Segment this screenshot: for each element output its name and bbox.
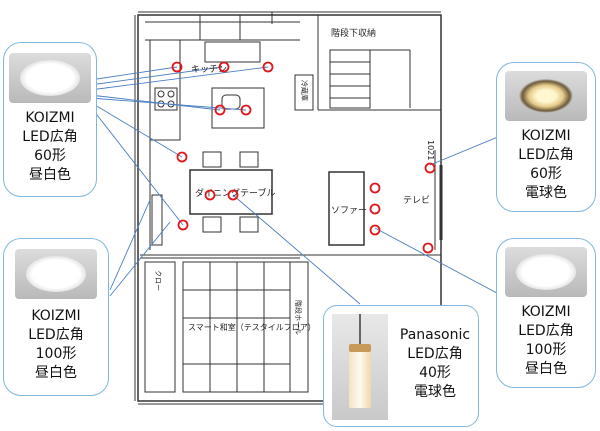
floor-plan xyxy=(134,11,443,405)
leader-lines xyxy=(89,66,511,305)
light-marker[interactable] xyxy=(369,182,381,194)
light-marker[interactable] xyxy=(227,189,239,201)
label-kitchen: キッチン xyxy=(191,64,227,75)
light-marker[interactable] xyxy=(214,104,226,116)
light-marker[interactable] xyxy=(262,61,274,73)
label-closet: クロー xyxy=(154,270,162,291)
callout-top-left[interactable]: KOIZMI LED広角 60形 昼白色 xyxy=(3,42,97,197)
light-marker[interactable] xyxy=(218,61,230,73)
callout-top-right[interactable]: KOIZMI LED広角 60形 電球色 xyxy=(496,62,596,212)
light-marker[interactable] xyxy=(240,104,252,116)
label-stair-storage: 階段下収納 xyxy=(331,27,376,39)
callout-text: KOIZMI LED広角 100形 昼白色 xyxy=(28,308,84,381)
callout-text: KOIZMI LED広角 100形 昼白色 xyxy=(518,304,574,377)
label-dimension: 1021 xyxy=(426,140,435,160)
light-marker[interactable] xyxy=(422,242,434,254)
callout-bottom-center[interactable]: Panasonic LED広角 40形 電球色 xyxy=(323,305,479,427)
label-hall: 階段ホール xyxy=(294,300,303,335)
light-marker[interactable] xyxy=(177,219,189,231)
light-marker[interactable] xyxy=(424,162,436,174)
light-marker[interactable] xyxy=(171,61,183,73)
downlight-icon xyxy=(9,53,91,103)
light-markers xyxy=(171,61,436,254)
downlight-icon xyxy=(15,249,97,299)
callout-bottom-right[interactable]: KOIZMI LED広角 100形 昼白色 xyxy=(496,238,596,388)
downlight-warm-icon xyxy=(505,71,587,121)
room-labels: キッチン 階段下収納 ダイニングテーブル ソファー テレビ スマート和室（テスタ… xyxy=(154,27,435,335)
light-marker[interactable] xyxy=(369,203,381,215)
callout-text: KOIZMI LED広角 60形 昼白色 xyxy=(22,110,78,183)
label-smart-room: スマート和室（テスタイルフロア） xyxy=(188,322,316,332)
light-marker[interactable] xyxy=(176,151,188,163)
light-marker[interactable] xyxy=(369,224,381,236)
label-fridge: 冷蔵庫 xyxy=(300,80,309,101)
callout-text: Panasonic LED広角 40形 電球色 xyxy=(399,327,471,400)
callout-text: KOIZMI LED広角 60形 電球色 xyxy=(518,128,574,201)
light-marker[interactable] xyxy=(204,189,216,201)
pendant-light-icon xyxy=(332,314,388,420)
label-sofa: ソファー xyxy=(331,206,367,216)
downlight-icon xyxy=(505,247,587,297)
callout-bottom-left[interactable]: KOIZMI LED広角 100形 昼白色 xyxy=(3,238,109,396)
label-tv: テレビ xyxy=(403,195,430,206)
